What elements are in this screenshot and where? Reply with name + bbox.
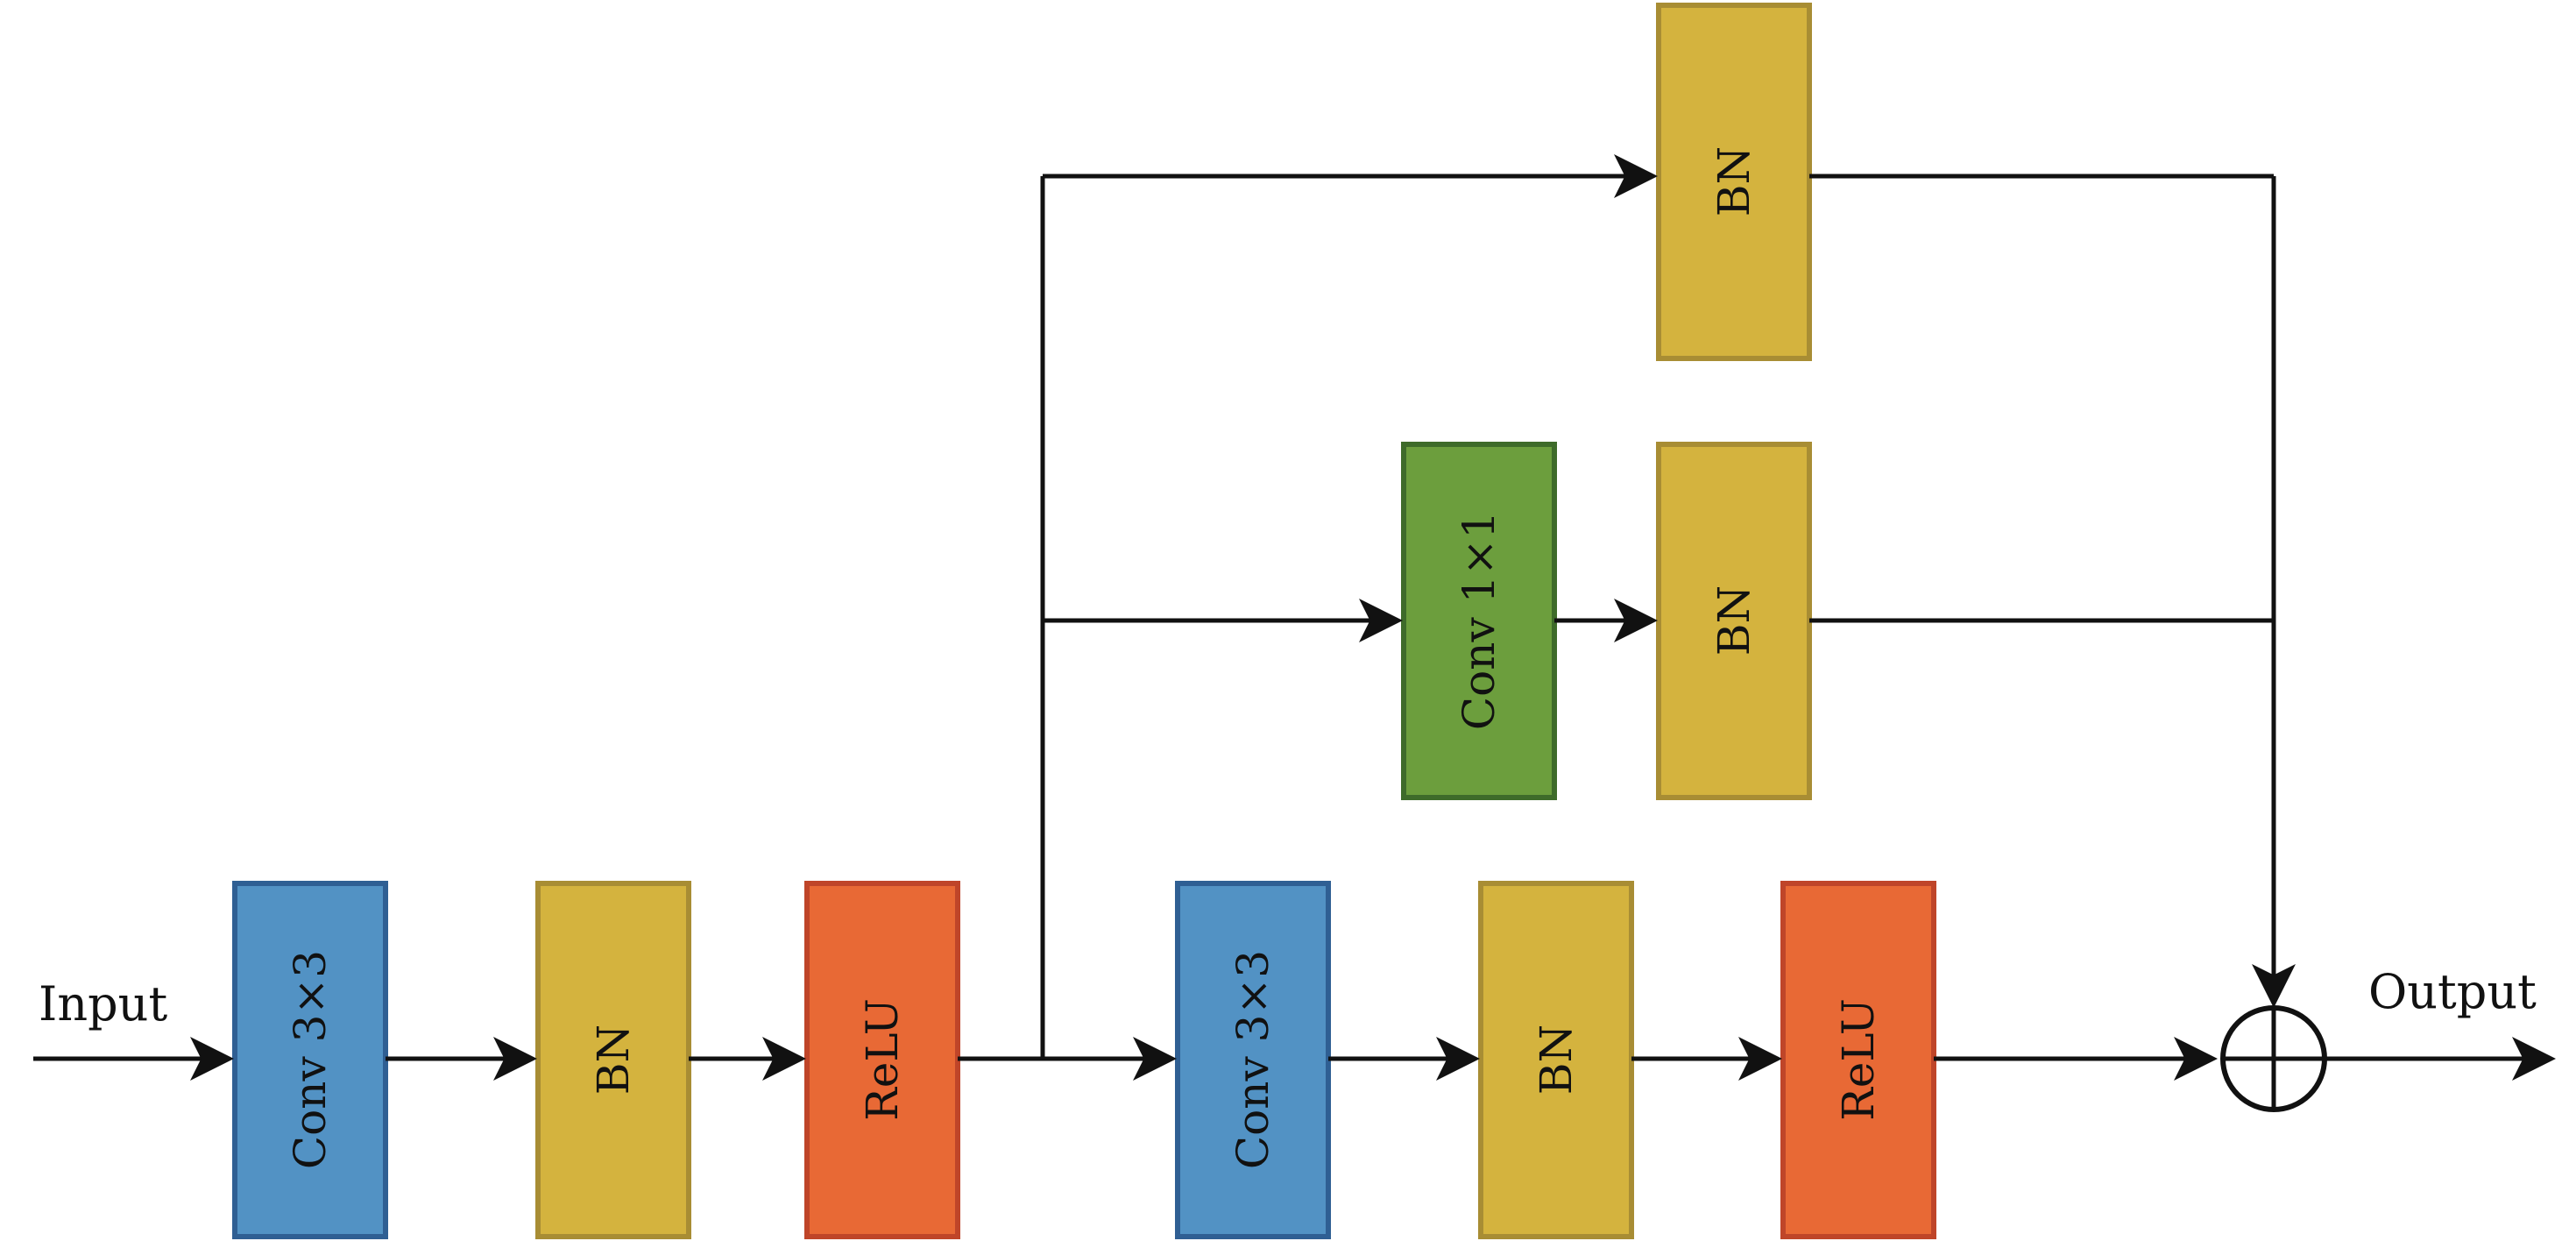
block-conv3x3-1: Conv 3×3 bbox=[232, 881, 388, 1239]
block-bn-2-label: BN bbox=[1531, 1025, 1582, 1096]
block-bn-top-box bbox=[1656, 3, 1812, 361]
output-label: Output bbox=[2368, 964, 2537, 1019]
block-conv3x3-2-label: Conv 3×3 bbox=[1228, 950, 1278, 1169]
block-bn-mid: BN bbox=[1656, 442, 1812, 800]
input-label: Input bbox=[39, 976, 167, 1032]
block-relu-2-box bbox=[1780, 881, 1936, 1239]
block-relu-1-label: ReLU bbox=[857, 998, 908, 1121]
block-conv1x1-box bbox=[1401, 442, 1557, 800]
block-bn-1: BN bbox=[535, 881, 691, 1239]
sum-node bbox=[2220, 1005, 2327, 1112]
block-bn-mid-label: BN bbox=[1709, 585, 1759, 656]
block-relu-1-box bbox=[804, 881, 960, 1239]
block-bn-1-box bbox=[535, 881, 691, 1239]
block-bn-top-label: BN bbox=[1709, 146, 1759, 217]
block-conv3x3-1-label: Conv 3×3 bbox=[285, 950, 336, 1169]
block-conv1x1: Conv 1×1 bbox=[1401, 442, 1557, 800]
block-bn-2: BN bbox=[1478, 881, 1634, 1239]
block-relu-2: ReLU bbox=[1780, 881, 1936, 1239]
connectors bbox=[33, 154, 2556, 1081]
block-bn-mid-box bbox=[1656, 442, 1812, 800]
block-bn-1-label: BN bbox=[588, 1025, 639, 1096]
block-relu-1: ReLU bbox=[804, 881, 960, 1239]
block-conv1x1-label: Conv 1×1 bbox=[1454, 511, 1504, 730]
block-conv3x3-2: Conv 3×3 bbox=[1175, 881, 1331, 1239]
block-bn-top: BN bbox=[1656, 3, 1812, 361]
block-conv3x3-1-box bbox=[232, 881, 388, 1239]
block-bn-2-box bbox=[1478, 881, 1634, 1239]
block-relu-2-label: ReLU bbox=[1833, 998, 1884, 1121]
